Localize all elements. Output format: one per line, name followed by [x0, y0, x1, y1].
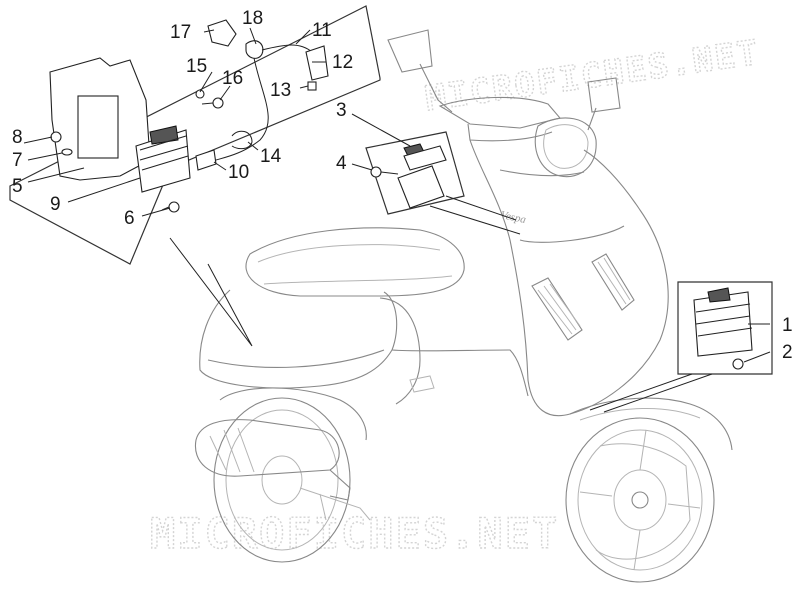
left-mirror — [387, 29, 453, 113]
washer-15 — [195, 89, 205, 99]
part-label-17: 17 — [170, 22, 191, 43]
bracket-14 — [231, 130, 253, 150]
horn-10 — [195, 149, 217, 171]
watermark-bottom: MICROFICHES.NET — [150, 509, 559, 558]
part-label-5: 5 — [12, 176, 23, 197]
control-unit — [135, 125, 191, 193]
screw-4 — [370, 166, 399, 178]
connector-12 — [305, 45, 329, 81]
washer-7 — [61, 148, 73, 156]
part-label-4: 4 — [336, 153, 347, 174]
rear-body — [199, 289, 421, 405]
headlight — [534, 117, 597, 178]
part-label-13: 13 — [270, 80, 291, 101]
part-label-2: 2 — [782, 342, 793, 363]
part-label-15: 15 — [186, 56, 207, 77]
voltage-regulator — [397, 143, 447, 209]
nut-8 — [50, 131, 62, 143]
part-label-12: 12 — [332, 52, 353, 73]
side-vent — [531, 277, 583, 341]
part-label-7: 7 — [12, 150, 23, 171]
rear-wheel — [213, 397, 351, 563]
part-label-16: 16 — [222, 68, 243, 89]
part-label-11: 11 — [312, 20, 332, 41]
part-label-14: 14 — [260, 146, 282, 167]
sensor-13 — [307, 81, 317, 91]
exhaust — [194, 419, 351, 501]
part-label-1: 1 — [782, 315, 793, 336]
screw-2 — [732, 358, 744, 370]
clip-17 — [207, 19, 237, 47]
part-label-8: 8 — [12, 127, 23, 148]
part-label-9: 9 — [50, 194, 61, 215]
screw-16 — [201, 97, 224, 109]
watermark-top: MICROFICHES.NET — [423, 33, 762, 120]
callout-panel-main — [9, 5, 381, 347]
seat — [245, 227, 465, 297]
part-numbers: 1 2 3 4 5 6 7 8 9 10 11 12 13 14 15 16 1… — [12, 8, 793, 363]
part-label-3: 3 — [336, 100, 347, 121]
scooter-outline: Vespa — [194, 29, 733, 583]
bracket-plate — [49, 57, 151, 181]
rectifier-unit — [693, 287, 753, 357]
cable-clip-18 — [245, 40, 264, 59]
part-label-18: 18 — [242, 8, 263, 29]
part-label-10: 10 — [228, 162, 249, 183]
screw-6 — [161, 201, 180, 213]
callout-panel-regulator — [365, 131, 521, 235]
front-vent — [591, 253, 635, 311]
wiring-cable — [209, 44, 313, 163]
part-label-6: 6 — [124, 208, 135, 229]
front-wheel — [565, 417, 715, 583]
leader-lines — [23, 27, 771, 363]
vespa-script: Vespa — [499, 209, 527, 226]
